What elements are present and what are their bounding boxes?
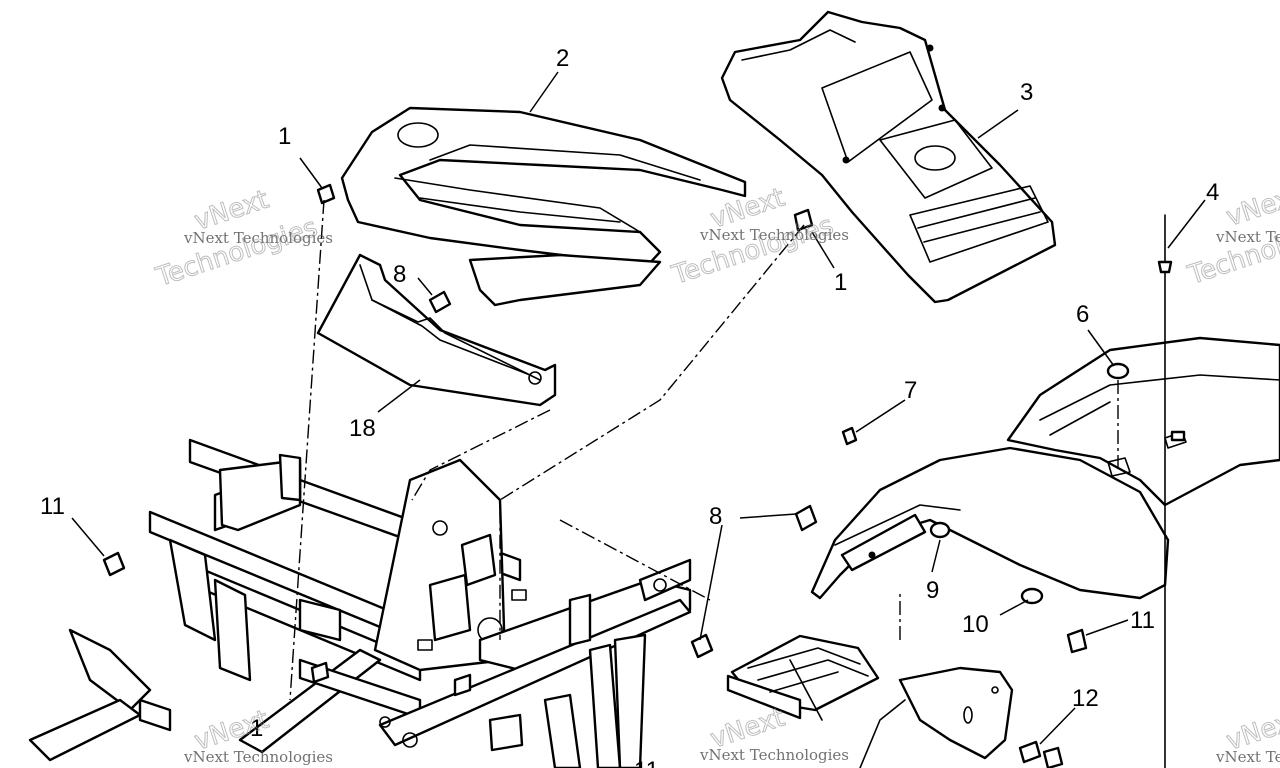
watermark-text: vNext Technologies (1215, 748, 1280, 766)
callout-9: 9 (926, 577, 939, 604)
callout-7: 7 (904, 377, 917, 404)
callout-18: 18 (349, 415, 376, 442)
callout-1-center: 1 (834, 269, 847, 296)
watermark-text: vNext Technologies (699, 226, 849, 244)
fasteners (102, 183, 1088, 768)
watermark-text: vNext Technologies (1215, 228, 1280, 246)
watermark-3: vNext vNext Technologies Technologies (1183, 180, 1280, 291)
callout-11-right: 11 (1130, 607, 1155, 634)
rear-fender-part-6 (1006, 336, 1280, 507)
callout-8-lower: 8 (709, 503, 722, 530)
panel-part-18 (316, 253, 557, 407)
rod-part-4 (1157, 214, 1186, 768)
callout-2: 2 (556, 45, 569, 72)
watermark-text: vNext Technologies (699, 746, 849, 764)
watermark-text: vNext Technologies (183, 229, 333, 247)
fender-bracket (859, 666, 1014, 768)
assembly-lines (289, 199, 1119, 701)
front-cowl-part-2 (340, 106, 747, 307)
watermark-2: vNext vNext Technologies Technologies (667, 182, 849, 291)
rear-console-part-3 (720, 10, 1057, 304)
watermark-5: vNext vNext Technologies (699, 702, 849, 764)
callout-6: 6 (1076, 301, 1089, 328)
callout-11-left: 11 (40, 493, 65, 520)
callout-4: 4 (1206, 179, 1219, 206)
leader-lines (71, 71, 1206, 745)
callout-11-bottom: 11 (634, 757, 659, 768)
watermark-vnext: vNext (1223, 181, 1280, 233)
callout-8-upper: 8 (393, 261, 406, 288)
watermark-6: vNext vNext Technologies (1215, 704, 1280, 766)
frame-assembly (28, 438, 692, 768)
front-fender (810, 446, 1170, 600)
callouts: 1 2 3 4 1 6 7 8 18 11 8 9 10 11 12 1 11 (40, 45, 1219, 768)
watermark-1: vNext vNext Technologies Technologies (151, 184, 333, 293)
callout-10: 10 (962, 611, 989, 638)
callout-3: 3 (1020, 79, 1033, 106)
callout-1-bottom: 1 (250, 715, 263, 742)
step-plate (726, 634, 880, 721)
watermark-text: vNext Technologies (183, 748, 333, 766)
callout-12: 12 (1072, 685, 1099, 712)
callout-1-left: 1 (278, 123, 291, 150)
